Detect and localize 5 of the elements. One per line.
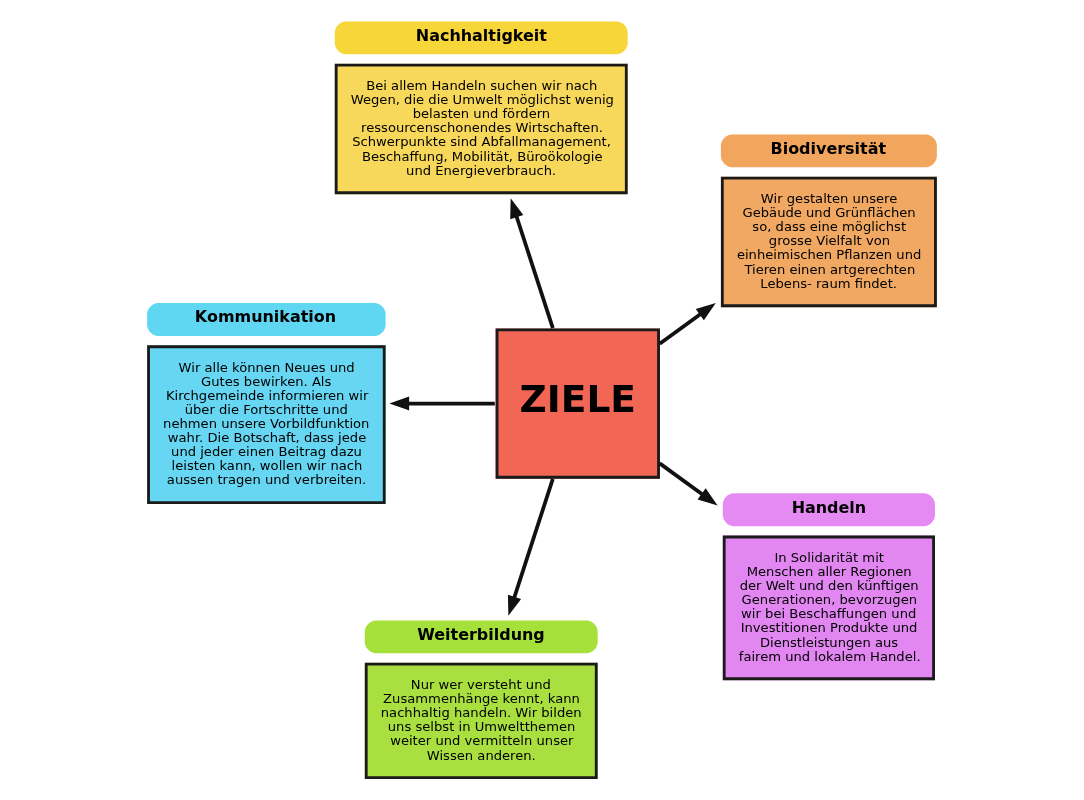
arrow [507, 478, 555, 616]
arrow [389, 396, 495, 411]
arrow [658, 461, 718, 506]
arrow [510, 198, 555, 329]
arrow [658, 302, 716, 346]
